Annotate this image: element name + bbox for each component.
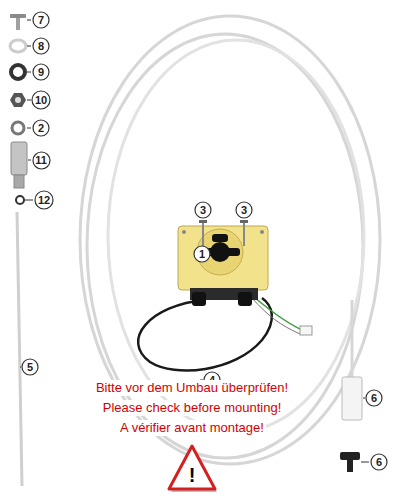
callout-number: 11 — [32, 151, 51, 170]
callout-text: 3 — [235, 204, 253, 216]
signal-wire — [255, 298, 302, 330]
screw-hole — [260, 230, 264, 234]
leader-line — [27, 46, 31, 47]
callout-number: 6 — [370, 453, 388, 471]
leader-line — [27, 72, 31, 73]
callout-text: 9 — [32, 66, 50, 78]
callout-text: 7 — [32, 14, 50, 26]
callout-ring — [33, 120, 49, 136]
callout-number: 2 — [32, 119, 50, 137]
warning-text: A vérifier avant montage! — [118, 420, 266, 436]
callout-ring — [33, 152, 50, 169]
warning-triangle: ! — [167, 444, 217, 492]
screw-head — [199, 220, 207, 223]
warning-text: Bitte vor dem Umbau überprüfen! — [94, 380, 290, 396]
screw-hole — [182, 230, 186, 234]
callout-number: 3 — [235, 201, 253, 219]
callout-text: 2 — [32, 122, 50, 134]
foot-valve — [340, 452, 360, 460]
callout-ring — [35, 191, 53, 209]
foot-valve — [347, 460, 353, 472]
pin-stem — [16, 18, 20, 30]
callout-text: 3 — [194, 204, 212, 216]
callout-number: 7 — [32, 11, 50, 29]
washer — [10, 40, 26, 52]
pump-housing — [178, 226, 268, 290]
callout-text: 6 — [365, 392, 383, 404]
warning-text: Please check before mounting! — [101, 400, 284, 416]
callout-number: 5 — [21, 358, 39, 376]
callout-number: 9 — [32, 63, 50, 81]
callout-number: 3 — [194, 201, 212, 219]
callout-ring — [33, 64, 49, 80]
pin-head — [10, 14, 26, 18]
callout-ring — [371, 454, 387, 470]
callout-ring — [194, 246, 210, 262]
callout-ring — [366, 390, 382, 406]
screws — [199, 220, 248, 246]
callout-number: 12 — [34, 190, 54, 210]
screw — [202, 223, 204, 246]
callout-text: 5 — [21, 361, 39, 373]
rotor — [212, 234, 228, 242]
tube-port — [238, 292, 252, 306]
callout-ring — [33, 12, 49, 28]
callout-text: 12 — [34, 194, 54, 206]
suction-tube — [17, 212, 22, 486]
leader-line — [28, 160, 31, 161]
callout-ring — [32, 91, 50, 109]
callout-ring — [236, 202, 252, 218]
tube-end — [351, 300, 354, 378]
screw-head — [240, 220, 248, 223]
signal-wire — [252, 298, 300, 334]
callout-text: 10 — [31, 94, 51, 106]
callout-ring — [22, 359, 38, 375]
screw — [243, 223, 245, 246]
warning-mark: ! — [167, 444, 217, 486]
callout-number: 1 — [193, 245, 211, 263]
connector — [300, 326, 312, 335]
nut-hole — [15, 97, 21, 103]
nut — [10, 93, 26, 107]
tube-loop — [80, 16, 380, 464]
tubing — [17, 16, 380, 486]
leader-line — [27, 128, 31, 129]
leader-line — [363, 398, 365, 399]
o-ring — [12, 122, 24, 134]
callout-ring — [195, 202, 211, 218]
fitting — [11, 142, 27, 175]
callout-ring — [33, 38, 49, 54]
callout-number: 8 — [32, 37, 50, 55]
callout-text: 11 — [32, 154, 51, 166]
leader-line — [361, 462, 369, 463]
callout-number: 10 — [31, 90, 51, 110]
callout-text: 8 — [32, 40, 50, 52]
seal-ring — [11, 65, 25, 79]
power-cable — [138, 298, 272, 371]
tube-port — [192, 292, 206, 306]
tube-loop — [108, 40, 364, 432]
small-ring — [16, 196, 24, 204]
leader-line — [27, 20, 31, 21]
callout-number: 6 — [365, 389, 383, 407]
leader-line — [25, 200, 33, 201]
callout-text: 1 — [193, 248, 211, 260]
leader-line — [27, 100, 31, 101]
callout-text: 6 — [370, 456, 388, 468]
fitting-spout — [14, 175, 24, 188]
leader-line — [20, 367, 21, 368]
weight — [342, 377, 362, 420]
tube-loop — [87, 34, 363, 458]
